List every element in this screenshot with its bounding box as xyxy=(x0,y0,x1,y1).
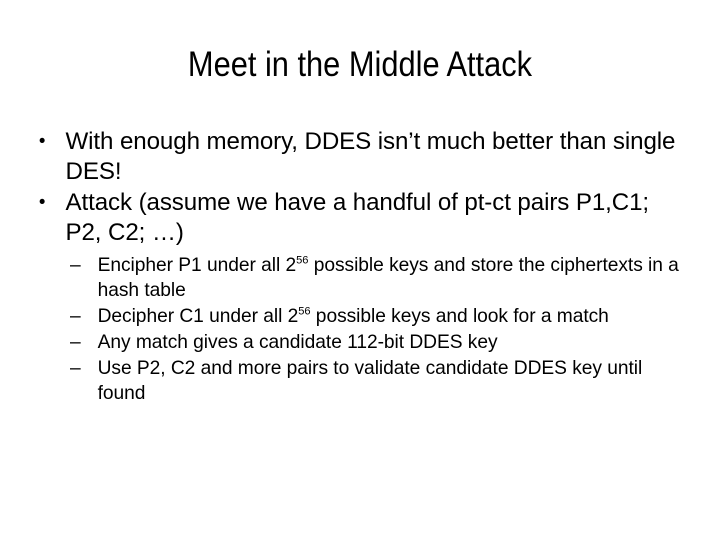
bullet-text-2: Attack (assume we have a handful of pt-c… xyxy=(65,189,650,246)
bullet-text-1: With enough memory, DDES isn’t much bett… xyxy=(65,128,676,185)
sub-bullet-text-4: Use P2, C2 and more pairs to validate ca… xyxy=(97,357,643,404)
sub-bullet-item-4: – Use P2, C2 and more pairs to validate … xyxy=(70,356,683,406)
sub-bullet-list: – Encipher P1 under all 256 possible key… xyxy=(32,253,692,406)
sub-bullet-superscript-2: 56 xyxy=(298,305,311,318)
bullet-item-1: • With enough memory, DDES isn’t much be… xyxy=(32,127,682,187)
slide-body: • With enough memory, DDES isn’t much be… xyxy=(32,127,692,407)
sub-bullet-text-1-after: possible keys and store the ciphertexts … xyxy=(97,254,679,301)
dash-marker-icon: – xyxy=(70,357,81,379)
dash-marker-icon: – xyxy=(70,331,81,353)
sub-bullet-text-3: Any match gives a candidate 112-bit DDES… xyxy=(97,331,498,353)
sub-bullet-superscript-1: 56 xyxy=(296,254,309,267)
dash-marker-icon: – xyxy=(70,254,81,276)
dash-marker-icon: – xyxy=(70,305,81,327)
sub-bullet-text-2-after: possible keys and look for a match xyxy=(310,305,609,327)
sub-bullet-text-2-before: Decipher C1 under all 2 xyxy=(97,305,299,327)
slide-title: Meet in the Middle Attack xyxy=(187,45,533,84)
sub-bullet-item-2: – Decipher C1 under all 256 possible key… xyxy=(70,304,683,329)
sub-bullet-item-3: – Any match gives a candidate 112-bit DD… xyxy=(70,330,683,355)
bullet-item-2: • Attack (assume we have a handful of pt… xyxy=(32,188,682,248)
bullet-marker-icon: • xyxy=(38,131,46,152)
sub-bullet-text-1-before: Encipher P1 under all 2 xyxy=(97,254,297,276)
bullet-marker-icon: • xyxy=(38,192,46,213)
sub-bullet-item-1: – Encipher P1 under all 256 possible key… xyxy=(70,253,683,303)
